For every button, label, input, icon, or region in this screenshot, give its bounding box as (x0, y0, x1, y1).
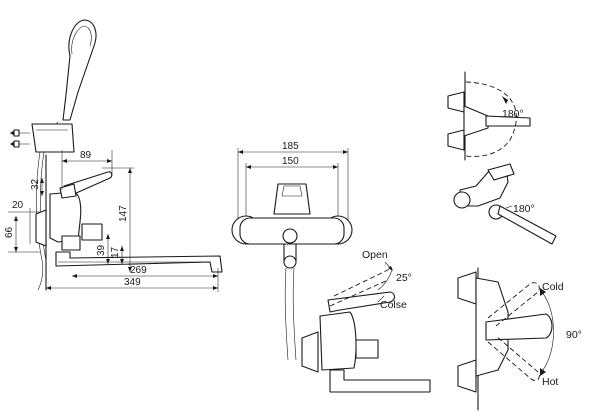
dim-offset-20: 20 (12, 200, 24, 211)
dim-height-66: 66 (4, 226, 15, 238)
holder-arrows (10, 129, 30, 148)
dim-height-17: 17 (110, 246, 121, 258)
mix-flange-lower (457, 359, 477, 393)
label-cold: Cold (542, 281, 564, 293)
top-spout (485, 115, 531, 127)
faucet-body (49, 191, 82, 243)
shower-holder (31, 123, 75, 153)
label-lever-angle: 25° (396, 272, 412, 284)
dim-height-39: 39 (96, 244, 107, 256)
lever-body (319, 311, 357, 371)
iso-spout (497, 205, 557, 245)
label-rotation-top: 180° (502, 108, 524, 120)
front-handle (273, 183, 311, 215)
label-rotation-spout: 180° (513, 203, 535, 215)
front-view: 185 150 (231, 141, 353, 361)
label-mix-angle: 90° (566, 329, 582, 341)
dim-length-349: 349 (124, 277, 141, 288)
lever-view: Open 25° Colse (301, 249, 431, 393)
dim-width-185: 185 (282, 141, 299, 152)
label-open: Open (362, 249, 388, 261)
hand-shower-head (62, 19, 97, 121)
dim-length-269: 269 (130, 265, 147, 276)
top-flange-lower (447, 129, 465, 151)
label-hot: Hot (542, 376, 558, 388)
side-view: 89 32 20 66 147 39 17 269 349 (4, 19, 223, 292)
dim-width-150: 150 (282, 156, 299, 167)
label-close: Colse (380, 299, 407, 311)
wall-flange (35, 209, 47, 247)
inlet-connector (81, 223, 103, 241)
mix-view: Cold 90° Hot (457, 267, 582, 411)
dim-height-147: 147 (118, 205, 129, 222)
mix-flange-upper (457, 271, 477, 305)
dim-height-32: 32 (30, 178, 41, 190)
top-flange-upper (447, 91, 465, 113)
dim-width-89: 89 (80, 150, 92, 161)
rotation-view: 180° 180° (447, 71, 557, 245)
lever-wall-flange (301, 331, 319, 373)
lever-arm (327, 291, 396, 313)
